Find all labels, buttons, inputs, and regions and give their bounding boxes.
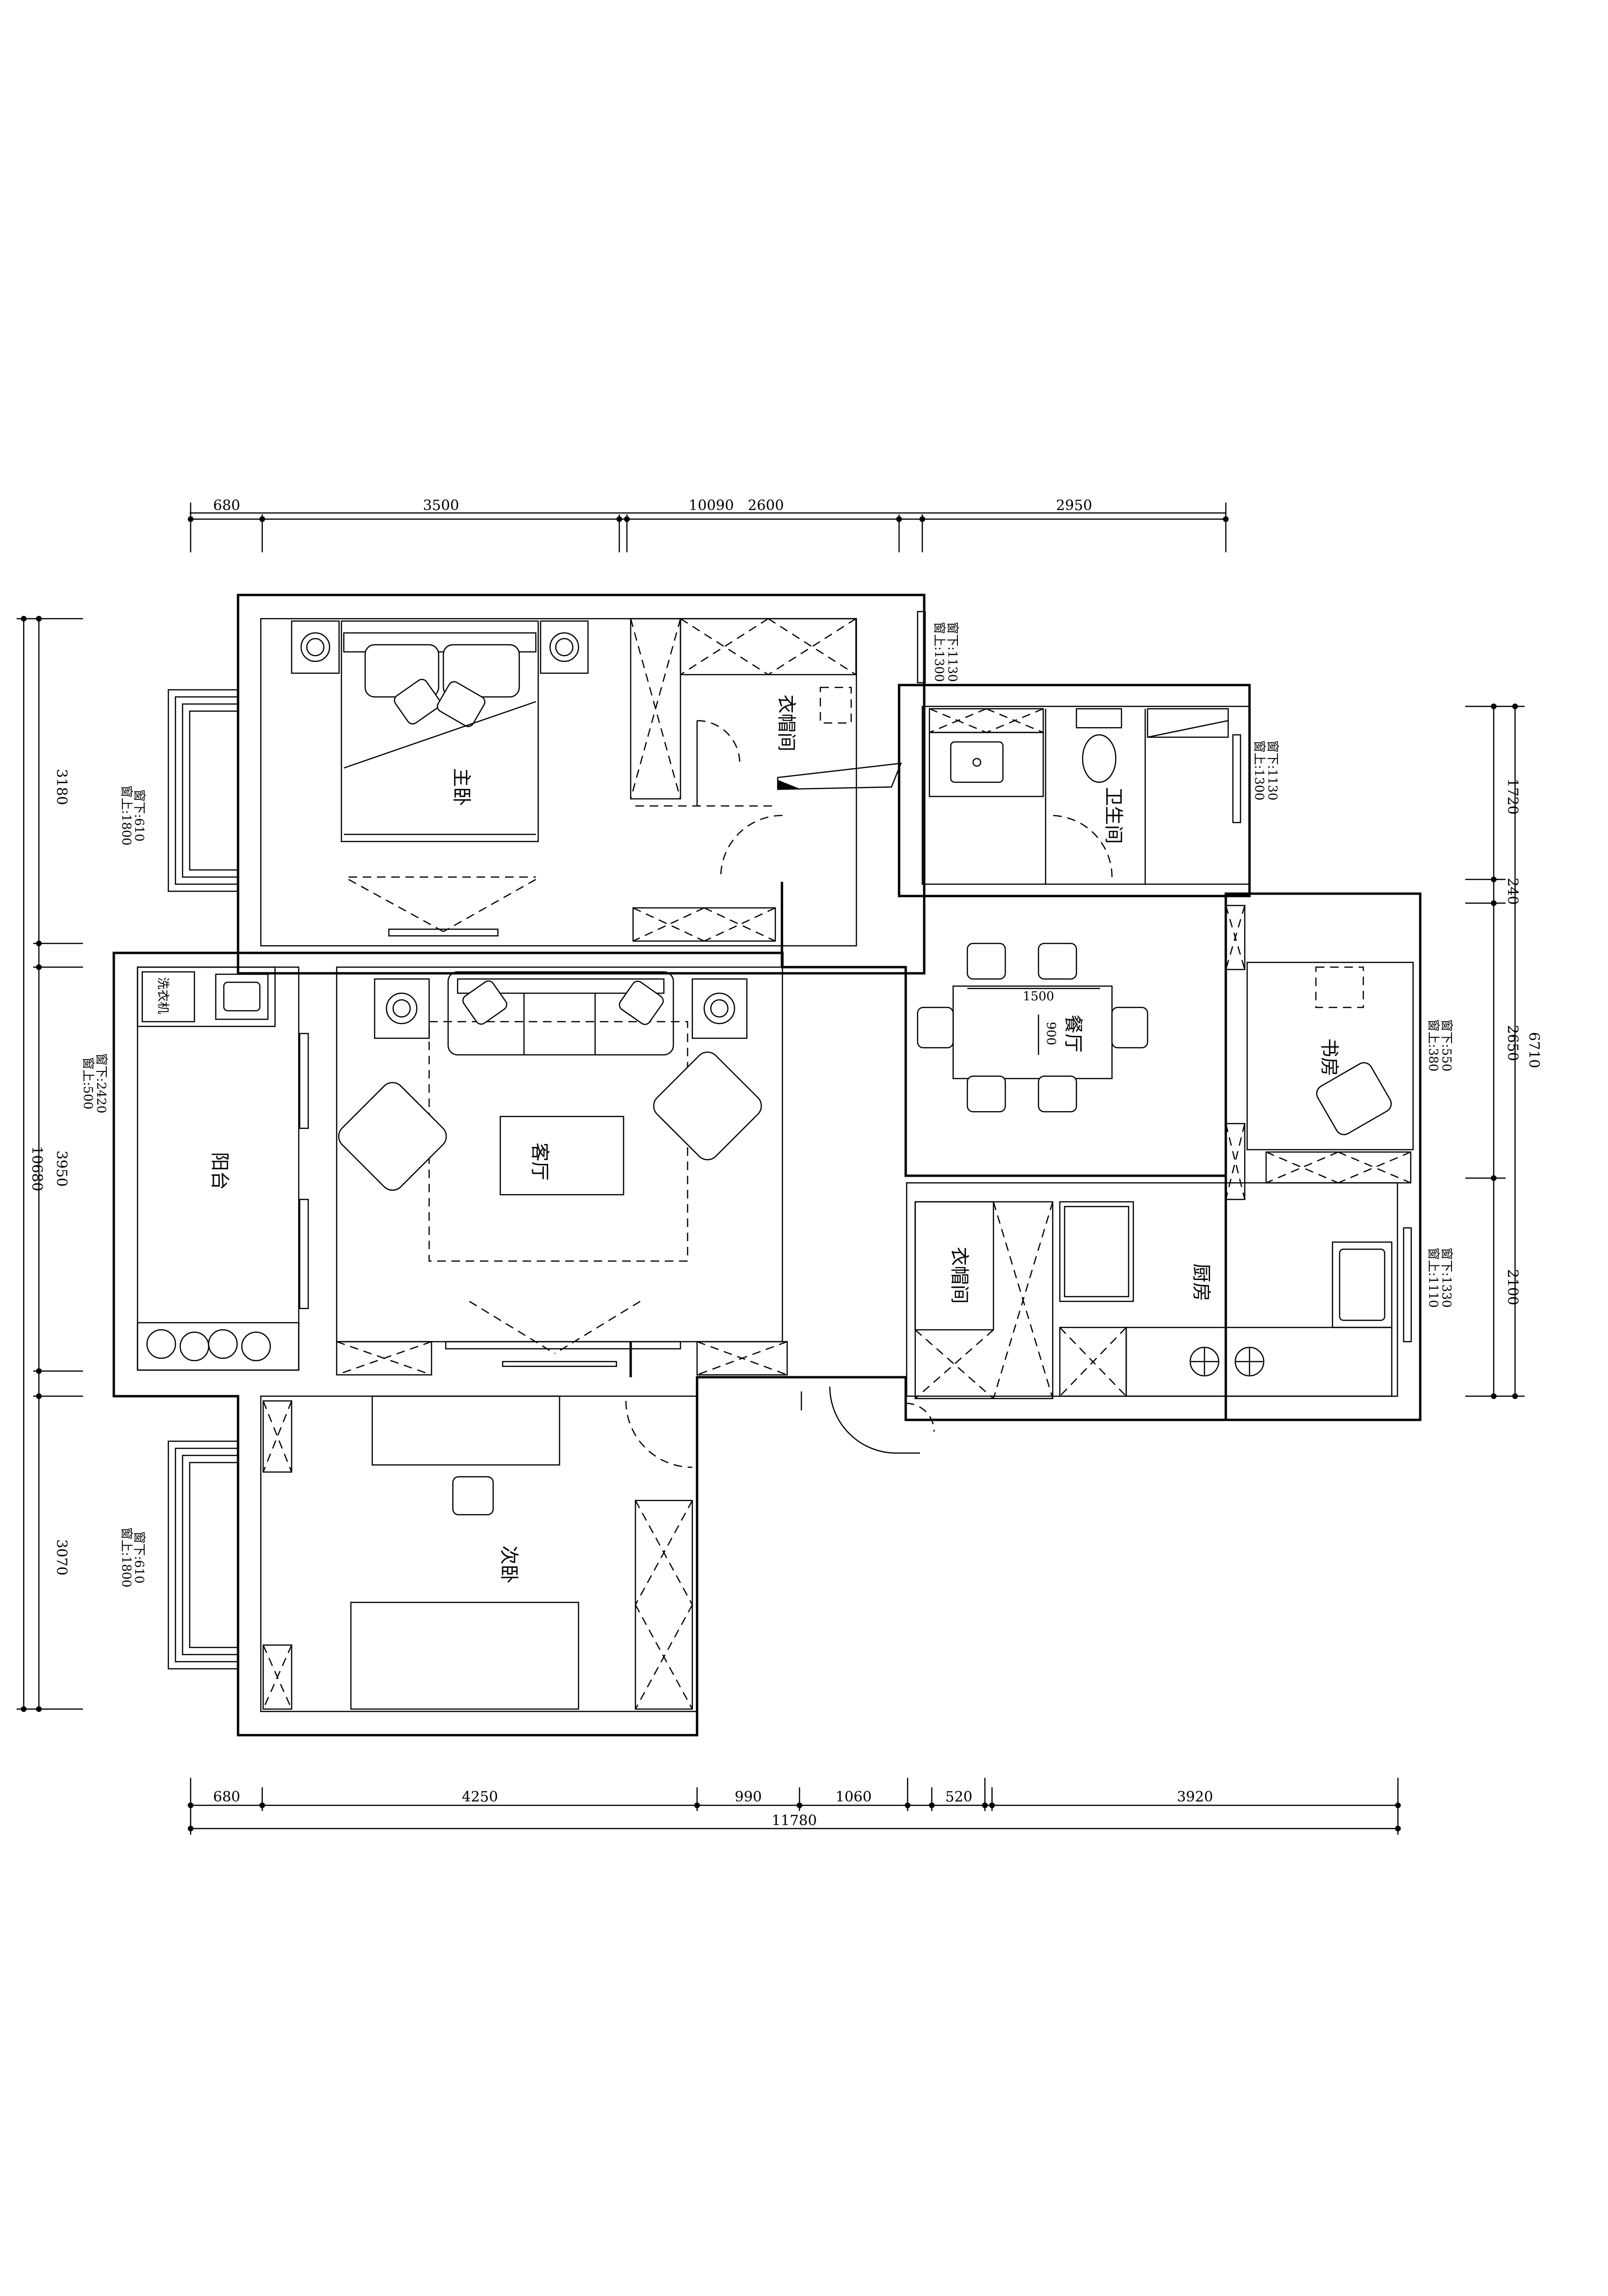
right-dimension-line: 1720 240 2650 6710 2100 xyxy=(1465,704,1542,1399)
room-label-kitchen: 厨房 xyxy=(1190,1263,1212,1301)
window-note-balcony-2: 窗上:500 xyxy=(81,1057,95,1109)
label-washer: 洗衣机 xyxy=(156,977,170,1014)
dim-top-2: 10090 xyxy=(689,497,734,514)
kitchen-sink xyxy=(1339,1248,1386,1321)
study: 书房 窗下:550 窗上:380 xyxy=(1225,905,1453,1200)
window-note-closet-2: 窗上:1300 xyxy=(932,622,946,682)
second-bed xyxy=(350,1601,579,1710)
dim-bottom-4: 520 xyxy=(945,1789,972,1805)
window-note-closet-1: 窗下:1130 xyxy=(945,622,959,682)
table-width: 900 xyxy=(1044,1022,1058,1045)
room-label-closet-top: 衣帽间 xyxy=(775,695,797,751)
nightstand-right xyxy=(540,620,589,674)
master-bed xyxy=(340,620,539,842)
room-label-living: 客厅 xyxy=(529,1143,551,1180)
dim-right-0: 1720 xyxy=(1504,778,1521,814)
dim-top-3: 2600 xyxy=(748,497,784,514)
window-note-master-2: 窗上:1800 xyxy=(119,786,133,846)
dim-right-2: 2650 xyxy=(1504,1025,1521,1061)
dim-bottom-total: 11780 xyxy=(772,1812,817,1829)
room-label-master: 主卧 xyxy=(450,768,472,806)
study-chair xyxy=(1316,1062,1392,1135)
dining: 1500 900 餐厅 xyxy=(917,942,1149,1113)
top-dimension-line: 680 3500 10090 2600 2950 xyxy=(188,497,1229,552)
dim-left-2: 10680 xyxy=(28,1146,45,1191)
living-room: 客厅 xyxy=(336,971,788,1376)
dim-bottom-1: 4250 xyxy=(462,1789,498,1805)
bathroom: 卫生间 窗下:1130 窗上:1300 xyxy=(928,708,1279,884)
room-label-balcony: 阳台 xyxy=(209,1152,230,1190)
window-note-bath-1: 窗下:1130 xyxy=(1265,741,1279,801)
living-tv xyxy=(502,1361,617,1367)
nightstand-left xyxy=(291,620,340,674)
master-tv xyxy=(388,928,499,937)
armchair-right xyxy=(653,1052,762,1161)
dim-bottom-5: 3920 xyxy=(1177,1789,1213,1805)
room-label-closet-mid: 衣帽间 xyxy=(948,1247,970,1304)
armchair-left xyxy=(338,1082,447,1191)
window-note-balcony-1: 窗下:2420 xyxy=(94,1053,108,1114)
dim-right-1: 240 xyxy=(1504,878,1521,905)
dim-top-1: 3500 xyxy=(423,497,459,514)
dim-left-1: 3950 xyxy=(53,1151,70,1187)
dining-chairs xyxy=(917,942,1149,1113)
hall-wardrobe xyxy=(632,814,783,942)
side-table-left xyxy=(374,978,430,1039)
kitchen: 厨房 窗下:1330 窗上:1110 xyxy=(1059,1201,1453,1397)
stove-icon xyxy=(1189,1346,1265,1377)
coffee-table xyxy=(499,1116,625,1196)
dim-right-3: 6710 xyxy=(1525,1032,1542,1068)
window-note-bath-2: 窗上:1300 xyxy=(1252,741,1266,801)
sofa xyxy=(447,971,674,1056)
dim-left-3: 3070 xyxy=(53,1539,70,1575)
dim-right-4: 2100 xyxy=(1504,1269,1521,1305)
window-note-master-1: 窗下:610 xyxy=(132,789,146,842)
closet-mid: 衣帽间 xyxy=(905,1201,1054,1432)
entrance-door xyxy=(800,1386,920,1454)
dim-left-0: 3180 xyxy=(53,769,70,805)
second-bedroom: 次卧 窗下:610 窗上:1800 xyxy=(119,1395,693,1710)
balcony-sink xyxy=(215,973,269,1020)
window-note-study-1: 窗下:550 xyxy=(1439,1019,1453,1071)
dim-bottom-2: 990 xyxy=(735,1789,762,1805)
room-label-study: 书房 xyxy=(1318,1038,1340,1076)
window-note-second-2: 窗上:1800 xyxy=(119,1528,133,1588)
desk-chair xyxy=(452,1476,494,1516)
window-note-kitchen-1: 窗下:1330 xyxy=(1439,1248,1453,1308)
dim-top-4: 2950 xyxy=(1056,497,1092,514)
dim-bottom-3: 1060 xyxy=(836,1789,872,1805)
window-note-kitchen-2: 窗上:1110 xyxy=(1426,1248,1440,1308)
bottom-dimension-line: 680 4250 990 1060 520 3920 11780 xyxy=(188,1778,1401,1835)
side-table-right xyxy=(691,978,748,1039)
master-bedroom: 主卧 窗下:610 窗上:1800 xyxy=(119,620,589,937)
walls xyxy=(112,594,1422,1737)
balcony: 洗衣机 阳台 窗下:2420 窗上:500 xyxy=(81,966,300,1371)
window-note-study-2: 窗上:380 xyxy=(1426,1019,1440,1071)
desk xyxy=(371,1395,561,1466)
room-label-dining: 餐厅 xyxy=(1062,1015,1084,1052)
sink-icon xyxy=(950,741,1004,783)
windows xyxy=(167,611,1412,1670)
left-dimension-line: 3180 3950 10680 3070 xyxy=(17,616,83,1712)
dim-top-0: 680 xyxy=(213,497,240,514)
table-length: 1500 xyxy=(1023,989,1054,1004)
closet-top: 衣帽间 窗下:1130 窗上:1300 xyxy=(630,618,959,807)
toilet-icon xyxy=(1082,734,1117,783)
room-label-second: 次卧 xyxy=(498,1546,520,1583)
window-note-second-1: 窗下:610 xyxy=(132,1531,146,1583)
room-label-bathroom: 卫生间 xyxy=(1103,787,1124,844)
planter xyxy=(137,1322,300,1371)
dim-bottom-0: 680 xyxy=(213,1789,240,1805)
